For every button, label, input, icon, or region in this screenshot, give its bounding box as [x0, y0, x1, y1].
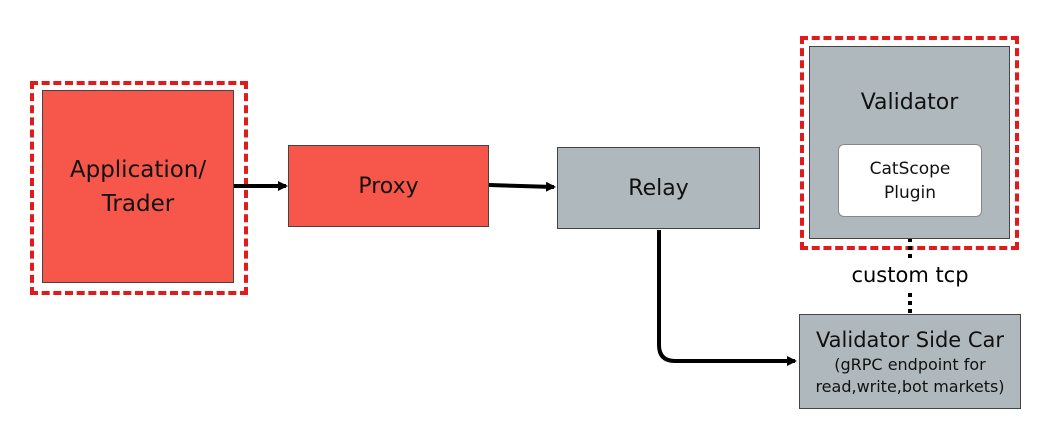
validator-label: Validator: [860, 90, 959, 115]
sidecar-subtitle-line2: read,write,bot markets): [815, 376, 1005, 396]
validator-box[interactable]: Validator CatScope Plugin: [809, 46, 1010, 239]
proxy-box[interactable]: Proxy: [288, 145, 489, 227]
application-trader-label-line1: Application/: [69, 156, 207, 183]
application-trader-box[interactable]: Application/ Trader: [42, 90, 234, 283]
relay-box[interactable]: Relay: [557, 147, 760, 229]
catscope-plugin-label-line1: CatScope: [869, 158, 951, 179]
sidecar-title: Validator Side Car: [815, 327, 1005, 352]
arrow-proxy-to-relay: [488, 181, 556, 192]
proxy-label: Proxy: [358, 173, 419, 199]
application-trader-label-line2: Trader: [101, 190, 175, 217]
sidecar-subtitle-line1: (gRPC endpoint for: [834, 354, 986, 374]
relay-label: Relay: [628, 175, 689, 201]
catscope-plugin-label-line2: Plugin: [883, 182, 937, 203]
custom-tcp-label: custom tcp: [851, 263, 969, 287]
catscope-plugin-box[interactable]: CatScope Plugin: [838, 144, 982, 217]
arrow-relay-to-sidecar: [657, 230, 797, 366]
validator-sidecar-box[interactable]: Validator Side Car (gRPC endpoint for re…: [799, 314, 1021, 409]
